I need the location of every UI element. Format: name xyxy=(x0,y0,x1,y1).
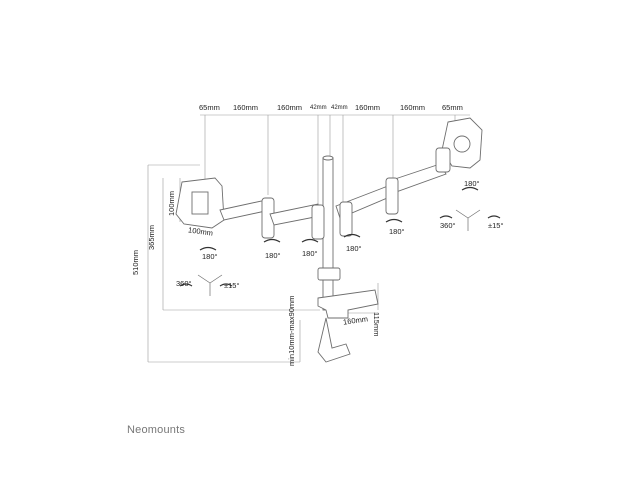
dimension-lines xyxy=(147,114,470,363)
dim-top-1: 65mm xyxy=(199,103,220,112)
rotation-label-3: 180° xyxy=(302,249,318,258)
dim-top-4: 42mm xyxy=(310,105,327,111)
dim-top-8: 65mm xyxy=(442,103,463,112)
dim-desk-thickness: min10mm-max90mm xyxy=(287,295,296,366)
rotation-label-1: 180° xyxy=(202,252,218,261)
tilt-label-left: ±15° xyxy=(224,281,240,290)
pole xyxy=(322,157,334,311)
dim-height-365: 365mm xyxy=(147,224,156,250)
dim-top-3: 160mm xyxy=(277,103,303,112)
dim-clamp-height: 115mm xyxy=(372,312,381,337)
desk-clamp xyxy=(317,289,379,319)
brand-label: Neomounts xyxy=(127,424,186,436)
vesa-plate-left xyxy=(175,177,225,229)
rotation-arrows xyxy=(179,186,501,287)
dim-vesa-vertical: 100mm xyxy=(167,190,176,216)
rotation-label-2: 180° xyxy=(265,251,281,260)
rotation-label-4: 180° xyxy=(346,244,362,253)
tilt-label-right: ±15° xyxy=(488,221,504,230)
swivel-tilt-symbols xyxy=(197,209,481,296)
rotation-label-5: 180° xyxy=(389,227,405,236)
monitor-arm xyxy=(175,117,483,363)
dim-top-7: 160mm xyxy=(400,103,426,112)
dim-top-2: 160mm xyxy=(233,103,259,112)
dim-top-5: 42mm xyxy=(331,105,348,111)
dim-top-6: 160mm xyxy=(355,103,381,112)
dim-height-510: 510mm xyxy=(131,249,140,275)
swivel-label-left: 360° xyxy=(176,279,192,288)
swivel-label-right: 360° xyxy=(440,221,456,230)
rotation-label-6: 180° xyxy=(464,179,480,188)
